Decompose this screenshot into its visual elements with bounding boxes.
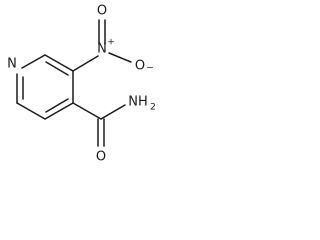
bond-ring-c2-c3 [44,54,74,72]
atom-nitro-o-single: O [135,59,145,74]
bond-ring-c4-c5 [44,102,74,120]
bond-c3-nitro-n [72,55,99,72]
atom-ring-n: N [7,57,17,72]
bond-nitro-n-o-single [108,52,132,63]
bond-ring-n-c2 [21,54,46,69]
bond-ring-c4-c5-inner [45,98,69,113]
atom-nitro-n-charge: + [107,38,115,48]
bond-ring-c5-c6 [16,102,46,120]
atom-nitro-o-charge: − [146,64,154,74]
atom-amide-o: O [96,150,106,165]
atom-nitro-n: N [97,42,107,57]
atom-amide-nh2-subscript: 2 [150,103,156,113]
structure-canvas: N N + O O − O NH 2 [0,0,170,178]
bond-ring-c2-c3-inner [45,61,69,76]
chemical-structure-diagram: N N + O O − O NH 2 [7,4,156,165]
bond-c4-amide-c [72,102,102,120]
bond-amide-c-n [100,104,126,120]
atom-nitro-o-double: O [97,4,107,19]
atom-amide-nh2: NH [128,95,148,110]
